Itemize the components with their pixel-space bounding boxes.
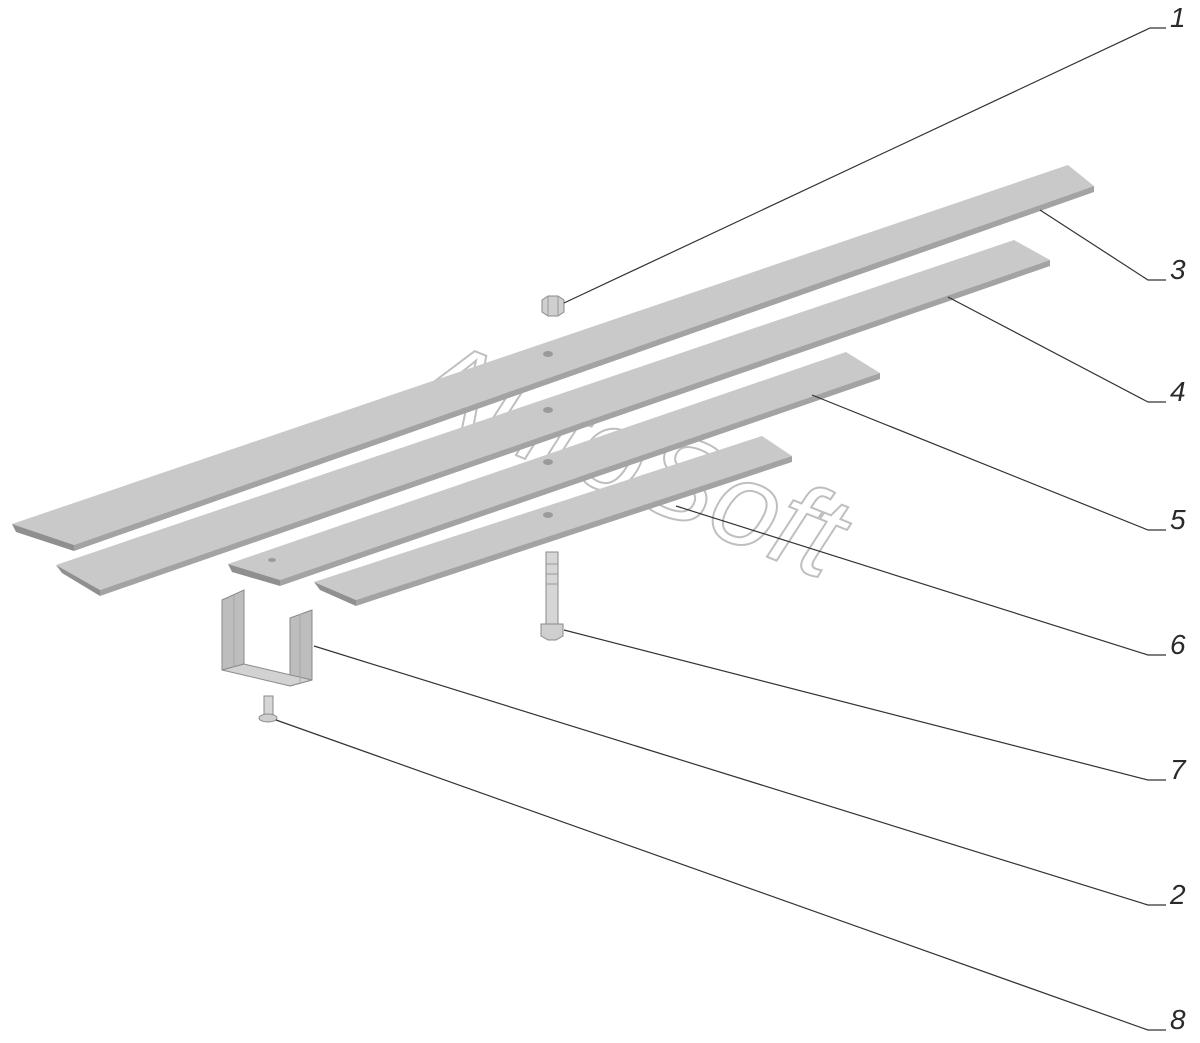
callout-5: 5 <box>1170 504 1186 535</box>
spring-leaf-6 <box>314 436 792 606</box>
callout-7: 7 <box>1170 754 1187 785</box>
spring-leaf-4 <box>56 240 1050 596</box>
center-bolt-part-7 <box>540 551 564 641</box>
callout-8: 8 <box>1170 1004 1186 1035</box>
callout-2: 2 <box>1169 879 1186 910</box>
pin-part-8 <box>258 695 278 723</box>
spring-leaf-3 <box>12 165 1094 551</box>
nut-part-1 <box>541 295 565 317</box>
callout-labels: 1 3 4 5 6 7 2 8 <box>1169 2 1187 1035</box>
leader-lines <box>275 27 1166 1031</box>
callout-4: 4 <box>1170 376 1186 407</box>
spring-leaf-5 <box>228 352 880 586</box>
callout-3: 3 <box>1170 254 1186 285</box>
u-clamp-part-2 <box>221 589 313 687</box>
callout-1: 1 <box>1170 2 1186 33</box>
callout-6: 6 <box>1170 629 1186 660</box>
